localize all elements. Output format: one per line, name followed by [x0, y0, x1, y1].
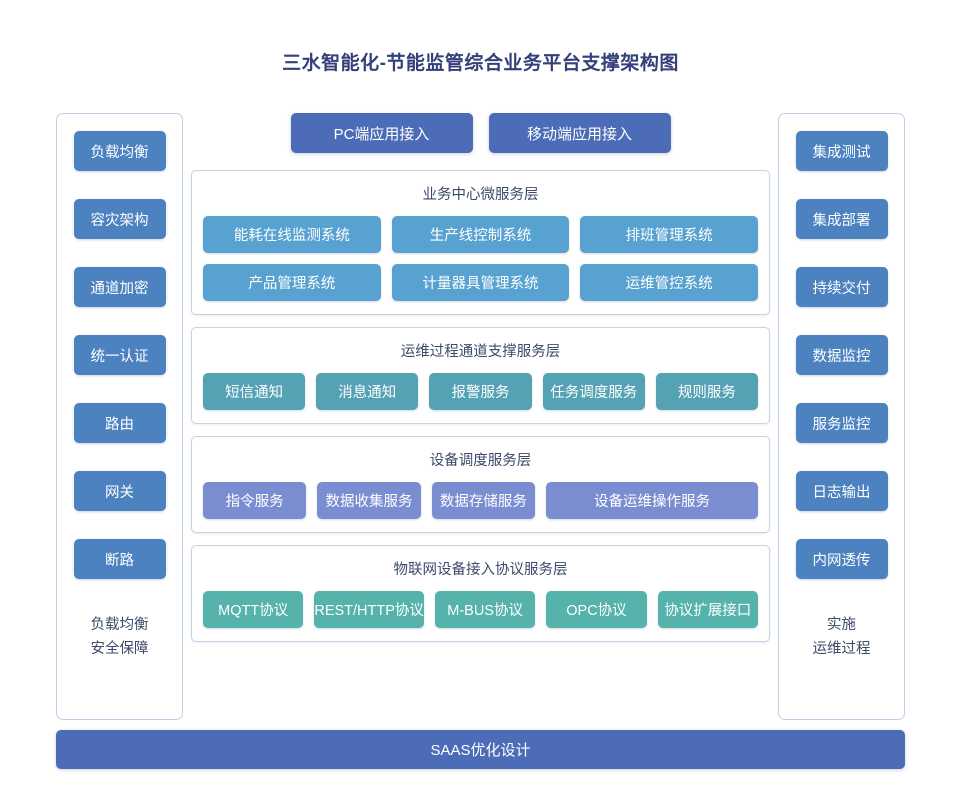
chip-data-collection-service[interactable]: 数据收集服务: [317, 482, 421, 519]
left-capability-panel: 负载均衡 容灾架构 通道加密 统一认证 路由 网关 断路 负载均衡 安全保障: [56, 113, 183, 720]
chip-task-scheduling-service[interactable]: 任务调度服务: [542, 373, 645, 410]
business-chip-row-1: 能耗在线监测系统 生产线控制系统 排班管理系统: [203, 216, 759, 253]
right-item-service-monitoring[interactable]: 服务监控: [795, 403, 888, 443]
chip-mqtt-protocol[interactable]: MQTT协议: [203, 591, 304, 628]
access-button-mobile[interactable]: 移动端应用接入: [488, 113, 671, 153]
left-item-circuit-breaker[interactable]: 断路: [73, 539, 166, 579]
chip-product-management-system[interactable]: 产品管理系统: [203, 264, 381, 301]
chip-data-storage-service[interactable]: 数据存储服务: [431, 482, 536, 519]
page-title: 三水智能化-节能监管综合业务平台支撑架构图: [282, 53, 679, 74]
right-item-integration-deploy[interactable]: 集成部署: [795, 199, 888, 239]
chip-production-line-control-system[interactable]: 生产线控制系统: [391, 216, 570, 253]
chip-alarm-service[interactable]: 报警服务: [429, 373, 532, 410]
layer-device-scheduling: 设备调度服务层 指令服务 数据收集服务 数据存储服务 设备运维操作服务: [191, 436, 770, 533]
chip-shift-management-system[interactable]: 排班管理系统: [580, 216, 759, 253]
business-chip-row-2: 产品管理系统 计量器具管理系统 运维管控系统: [203, 264, 759, 301]
right-devops-panel: 集成测试 集成部署 持续交付 数据监控 服务监控 日志输出 内网透传 实施 运维…: [778, 113, 905, 720]
layer-title-ops-channel: 运维过程通道支撑服务层: [400, 344, 561, 360]
chip-protocol-extension-interface[interactable]: 协议扩展接口: [657, 591, 758, 628]
chip-mbus-protocol[interactable]: M-BUS协议: [434, 591, 536, 628]
iot-chip-row: MQTT协议 REST/HTTP协议 M-BUS协议 OPC协议 协议扩展接口: [203, 591, 758, 628]
left-item-disaster-recovery[interactable]: 容灾架构: [73, 199, 166, 239]
right-item-intranet-passthrough[interactable]: 内网透传: [795, 539, 888, 579]
right-footer-line-2: 运维过程: [812, 641, 871, 657]
chip-opc-protocol[interactable]: OPC协议: [546, 591, 647, 628]
left-item-load-balance[interactable]: 负载均衡: [73, 131, 166, 171]
right-panel-footer: 实施 运维过程: [813, 613, 871, 661]
layer-title-iot-protocol: 物联网设备接入协议服务层: [393, 562, 568, 578]
access-button-pc[interactable]: PC端应用接入: [290, 113, 473, 153]
saas-optimization-bar[interactable]: SAAS优化设计: [56, 730, 905, 769]
chip-metering-device-management-system[interactable]: 计量器具管理系统: [391, 264, 570, 301]
left-item-routing[interactable]: 路由: [73, 403, 166, 443]
chip-sms-notification[interactable]: 短信通知: [203, 373, 306, 410]
right-item-data-monitoring[interactable]: 数据监控: [795, 335, 888, 375]
right-footer-line-1: 实施: [827, 617, 856, 633]
access-button-row: PC端应用接入 移动端应用接入: [191, 113, 770, 153]
right-item-continuous-delivery[interactable]: 持续交付: [795, 267, 888, 307]
layer-business-microservices: 业务中心微服务层 能耗在线监测系统 生产线控制系统 排班管理系统 产品管理系统 …: [191, 170, 770, 315]
ops-chip-row: 短信通知 消息通知 报警服务 任务调度服务 规则服务: [203, 373, 759, 410]
left-item-gateway[interactable]: 网关: [73, 471, 166, 511]
left-panel-footer: 负载均衡 安全保障: [91, 613, 149, 661]
chip-rule-service[interactable]: 规则服务: [655, 373, 759, 410]
diagram-frame: 负载均衡 容灾架构 通道加密 统一认证 路由 网关 断路 负载均衡 安全保障 P…: [56, 113, 905, 720]
chip-command-service[interactable]: 指令服务: [203, 482, 307, 519]
chip-energy-monitoring-system[interactable]: 能耗在线监测系统: [203, 216, 381, 253]
layer-title-business: 业务中心微服务层: [422, 187, 539, 203]
right-item-log-output[interactable]: 日志输出: [795, 471, 888, 511]
chip-rest-http-protocol[interactable]: REST/HTTP协议: [314, 591, 424, 628]
left-item-unified-auth[interactable]: 统一认证: [73, 335, 166, 375]
right-item-integration-test[interactable]: 集成测试: [795, 131, 888, 171]
layer-title-device-scheduling: 设备调度服务层: [429, 453, 532, 469]
device-chip-row: 指令服务 数据收集服务 数据存储服务 设备运维操作服务: [203, 482, 758, 519]
chip-ops-control-system[interactable]: 运维管控系统: [580, 264, 759, 301]
layer-ops-channel-support: 运维过程通道支撑服务层 短信通知 消息通知 报警服务 任务调度服务 规则服务: [191, 327, 770, 424]
left-footer-line-2: 安全保障: [90, 641, 149, 657]
chip-message-notification[interactable]: 消息通知: [316, 373, 419, 410]
left-footer-line-1: 负载均衡: [90, 617, 149, 633]
center-column: PC端应用接入 移动端应用接入 业务中心微服务层 能耗在线监测系统 生产线控制系…: [191, 113, 770, 720]
left-item-channel-encryption[interactable]: 通道加密: [73, 267, 166, 307]
chip-device-ops-operation-service[interactable]: 设备运维操作服务: [546, 482, 758, 519]
layer-iot-protocol-access: 物联网设备接入协议服务层 MQTT协议 REST/HTTP协议 M-BUS协议 …: [191, 545, 770, 642]
